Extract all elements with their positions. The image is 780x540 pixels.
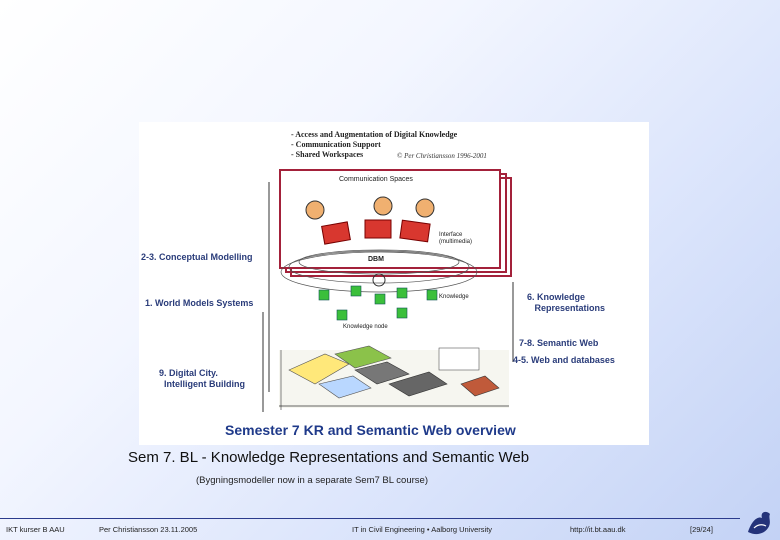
label-knowledge-representations: 6. Knowledge Representations — [527, 292, 606, 313]
knowledge-label: Knowledge — [439, 294, 469, 300]
heading-line: - Access and Augmentation of Digital Kno… — [291, 130, 458, 139]
communication-spaces-label: Communication Spaces — [339, 176, 413, 183]
label-conceptual-modelling: 2-3. Conceptual Modelling — [141, 252, 253, 262]
label-semantic-web: 7-8. Semantic Web — [519, 338, 599, 348]
footer-page-number: [29/24] — [690, 525, 713, 534]
diagram-copyright: © Per Christiansson 1996-2001 — [397, 152, 487, 160]
heading-line: - Shared Workspaces — [291, 150, 364, 159]
network-ellipse — [280, 249, 478, 293]
label-world-models: 1. World Models Systems — [145, 298, 254, 308]
footer-author-date: Per Christiansson 23.11.2005 — [99, 525, 198, 534]
globe-icon — [372, 273, 386, 287]
label-web-databases: 4-5. Web and databases — [513, 355, 615, 365]
footer-department: IT in Civil Engineering • Aalborg Univer… — [352, 525, 493, 534]
slide-subtitle: (Bygningsmodeller now in a separate Sem7… — [196, 475, 428, 486]
footer-course: IKT kurser B AAU — [6, 525, 65, 534]
heading-line: - Communication Support — [291, 140, 381, 149]
interface-label: Interface (multimedia) — [439, 232, 473, 245]
slide-title: Sem 7. BL - Knowledge Representations an… — [128, 449, 530, 466]
diagram-inner-title: Semester 7 KR and Semantic Web overview — [225, 422, 516, 438]
overview-diagram-image: - Access and Augmentation of Digital Kno… — [139, 122, 649, 445]
dbm-label: DBM — [368, 256, 384, 263]
knowledge-node-label: Knowledge node — [343, 324, 388, 330]
digital-city-illustration — [279, 345, 509, 410]
footer-divider — [0, 518, 740, 519]
diagram-heading-lines: - Access and Augmentation of Digital Kno… — [291, 130, 457, 160]
agent-icon — [321, 219, 431, 245]
university-logo-icon — [748, 511, 770, 535]
label-digital-city: 9. Digital City. Intelligent Building — [159, 368, 245, 389]
footer-url[interactable]: http://it.bt.aau.dk — [570, 525, 626, 534]
user-icon — [305, 196, 435, 220]
knowledge-node-icon — [318, 285, 438, 321]
diagram-graphics — [262, 169, 514, 412]
